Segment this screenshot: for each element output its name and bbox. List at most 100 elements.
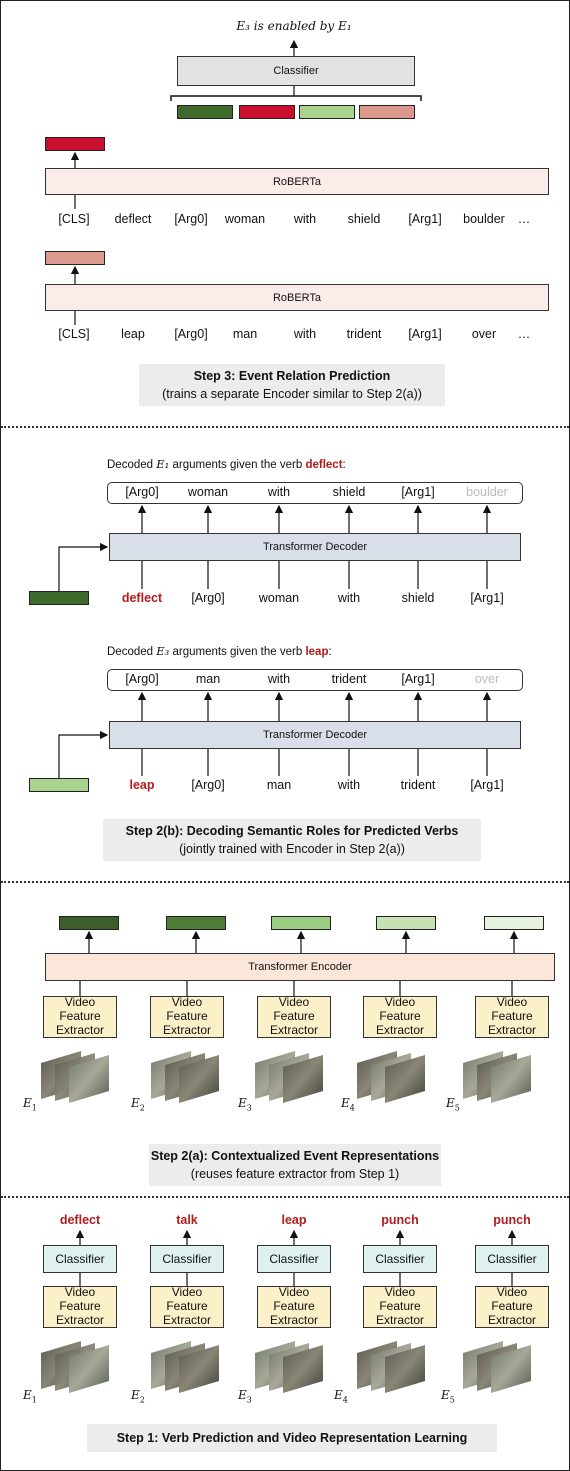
- enc-output-1: [59, 916, 119, 930]
- step1-classifier: Classifier: [257, 1245, 331, 1273]
- step3-seq1-token: [CLS]: [58, 212, 90, 226]
- step2a-caption-box: Step 2(a): Contextualized Event Represen…: [149, 1144, 441, 1186]
- caption-mid: arguments given the verb: [172, 459, 303, 471]
- dec2-input-token: [Arg0]: [191, 778, 225, 792]
- step3-seq2-token: [Arg1]: [408, 327, 442, 341]
- step2b-caption-1: Decoded E₁ arguments given the verb defl…: [107, 457, 346, 471]
- caption-verb: deflect: [305, 459, 343, 471]
- dec2-output-token: with: [267, 672, 291, 686]
- step2b-subtitle: (jointly trained with Encoder in Step 2(…: [179, 842, 405, 856]
- step1-verb: talk: [176, 1213, 198, 1227]
- step2b-decoded-box-1: [107, 482, 523, 504]
- step3-seq1-token: boulder: [463, 212, 505, 226]
- event-label: E1: [23, 1096, 37, 1113]
- section-divider: [1, 426, 569, 428]
- step1-video-feature-extractor: Video Feature Extractor: [257, 1285, 331, 1328]
- step2b-decoded-box-2: [107, 669, 523, 691]
- step3-seq2-token: with: [293, 327, 317, 341]
- step1-caption-box: Step 1: Verb Prediction and Video Repres…: [87, 1424, 497, 1452]
- step1-classifier: Classifier: [475, 1245, 549, 1273]
- event-label: E4: [341, 1096, 355, 1113]
- section-divider: [1, 881, 569, 883]
- step3-bar-dark-green: [177, 105, 233, 119]
- step3-seq1-token: woman: [224, 212, 266, 226]
- step1-video-feature-extractor: Video Feature Extractor: [150, 1285, 224, 1328]
- section-divider: [1, 1196, 569, 1198]
- step1-title: Step 1: Verb Prediction and Video Repres…: [116, 1430, 468, 1445]
- dec1-input-verb: deflect: [121, 591, 163, 605]
- bracket: [170, 95, 422, 101]
- enc-output-3: [271, 916, 331, 930]
- step2b-title: Step 2(b): Decoding Semantic Roles for P…: [125, 823, 459, 838]
- step1-classifier: Classifier: [150, 1245, 224, 1273]
- step3-bar-red: [239, 105, 295, 119]
- step2b-caption-2: Decoded E₃ arguments given the verb leap…: [107, 644, 332, 658]
- enc-output-4: [376, 916, 436, 930]
- step2a-video-feature-extractor: Video Feature Extractor: [475, 995, 549, 1038]
- dec2-input-token: [Arg1]: [470, 778, 504, 792]
- event-label: E3: [238, 1096, 252, 1113]
- step3-seq2-token: over: [471, 327, 497, 341]
- step3-classifier: Classifier: [177, 56, 415, 86]
- video-thumbnails-step2a: [41, 1051, 531, 1103]
- step1-verb: punch: [381, 1213, 419, 1227]
- dec2-output-token: over: [474, 672, 500, 686]
- step3-seq2-token: [CLS]: [58, 327, 90, 341]
- step1-classifier: Classifier: [43, 1245, 117, 1273]
- dec1-context-vector: [29, 591, 89, 605]
- step2a-video-feature-extractor: Video Feature Extractor: [363, 995, 437, 1038]
- dec2-input-token: trident: [400, 778, 436, 792]
- dec2-output-token: man: [195, 672, 221, 686]
- dec1-arrows: [58, 504, 492, 591]
- enc-output-5: [484, 916, 544, 930]
- step1-classifier: Classifier: [363, 1245, 437, 1273]
- dec2-output-token: trident: [331, 672, 367, 686]
- step2a-transformer-encoder: Transformer Encoder: [45, 953, 555, 981]
- caption-verb: leap: [305, 646, 329, 658]
- step3-cls2-output: [45, 251, 105, 265]
- step3-bar-light-green: [299, 105, 355, 119]
- step2a-title: Step 2(a): Contextualized Event Represen…: [150, 1148, 440, 1163]
- dec2-input-token: man: [266, 778, 292, 792]
- enc-arrows: [79, 930, 519, 996]
- dec2-arrows: [58, 691, 492, 778]
- step1-video-feature-extractor: Video Feature Extractor: [475, 1285, 549, 1328]
- dec2-output-token: [Arg1]: [401, 672, 435, 686]
- step1-verb: punch: [493, 1213, 531, 1227]
- video-thumbnails-step1: [41, 1341, 531, 1393]
- step2a-subtitle: (reuses feature extractor from Step 1): [190, 1167, 400, 1181]
- dec1-input-token: shield: [401, 591, 435, 605]
- step2a-video-feature-extractor: Video Feature Extractor: [43, 995, 117, 1038]
- step2b-decoder-2: Transformer Decoder: [109, 721, 521, 749]
- step3-seq2-token: man: [232, 327, 258, 341]
- step1-arrows: [75, 1229, 517, 1286]
- dec1-input-token: [Arg1]: [470, 591, 504, 605]
- step3-seq1-token: with: [293, 212, 317, 226]
- step2a-video-feature-extractor: Video Feature Extractor: [150, 995, 224, 1038]
- step3-roberta-2: RoBERTa: [45, 284, 549, 311]
- step2b-caption-box: Step 2(b): Decoding Semantic Roles for P…: [103, 819, 481, 861]
- dec1-output-token: [Arg0]: [125, 485, 159, 499]
- step3-seq2-token: …: [517, 327, 531, 341]
- step3-seq2-token: trident: [346, 327, 382, 341]
- enc-output-2: [166, 916, 226, 930]
- caption-var: E₃: [156, 644, 170, 658]
- event-label: E5: [446, 1096, 460, 1113]
- dec2-output-token: [Arg0]: [125, 672, 159, 686]
- dec1-input-token: woman: [258, 591, 300, 605]
- dec1-output-token: boulder: [466, 485, 508, 499]
- step2b-decoder-1: Transformer Decoder: [109, 533, 521, 561]
- event-label: E2: [131, 1388, 145, 1405]
- step3-seq1-token: [Arg0]: [174, 212, 208, 226]
- event-label: E5: [441, 1388, 455, 1405]
- step3-seq2-token: [Arg0]: [174, 327, 208, 341]
- event-label: E1: [23, 1388, 37, 1405]
- dec2-input-verb: leap: [129, 778, 155, 792]
- step3-seq1-token: deflect: [114, 212, 152, 226]
- step3-roberta-1: RoBERTa: [45, 168, 549, 195]
- dec1-output-token: woman: [187, 485, 229, 499]
- dec1-input-token: [Arg0]: [191, 591, 225, 605]
- dec1-output-token: shield: [332, 485, 366, 499]
- step3-caption-box: Step 3: Event Relation Prediction (train…: [139, 364, 445, 406]
